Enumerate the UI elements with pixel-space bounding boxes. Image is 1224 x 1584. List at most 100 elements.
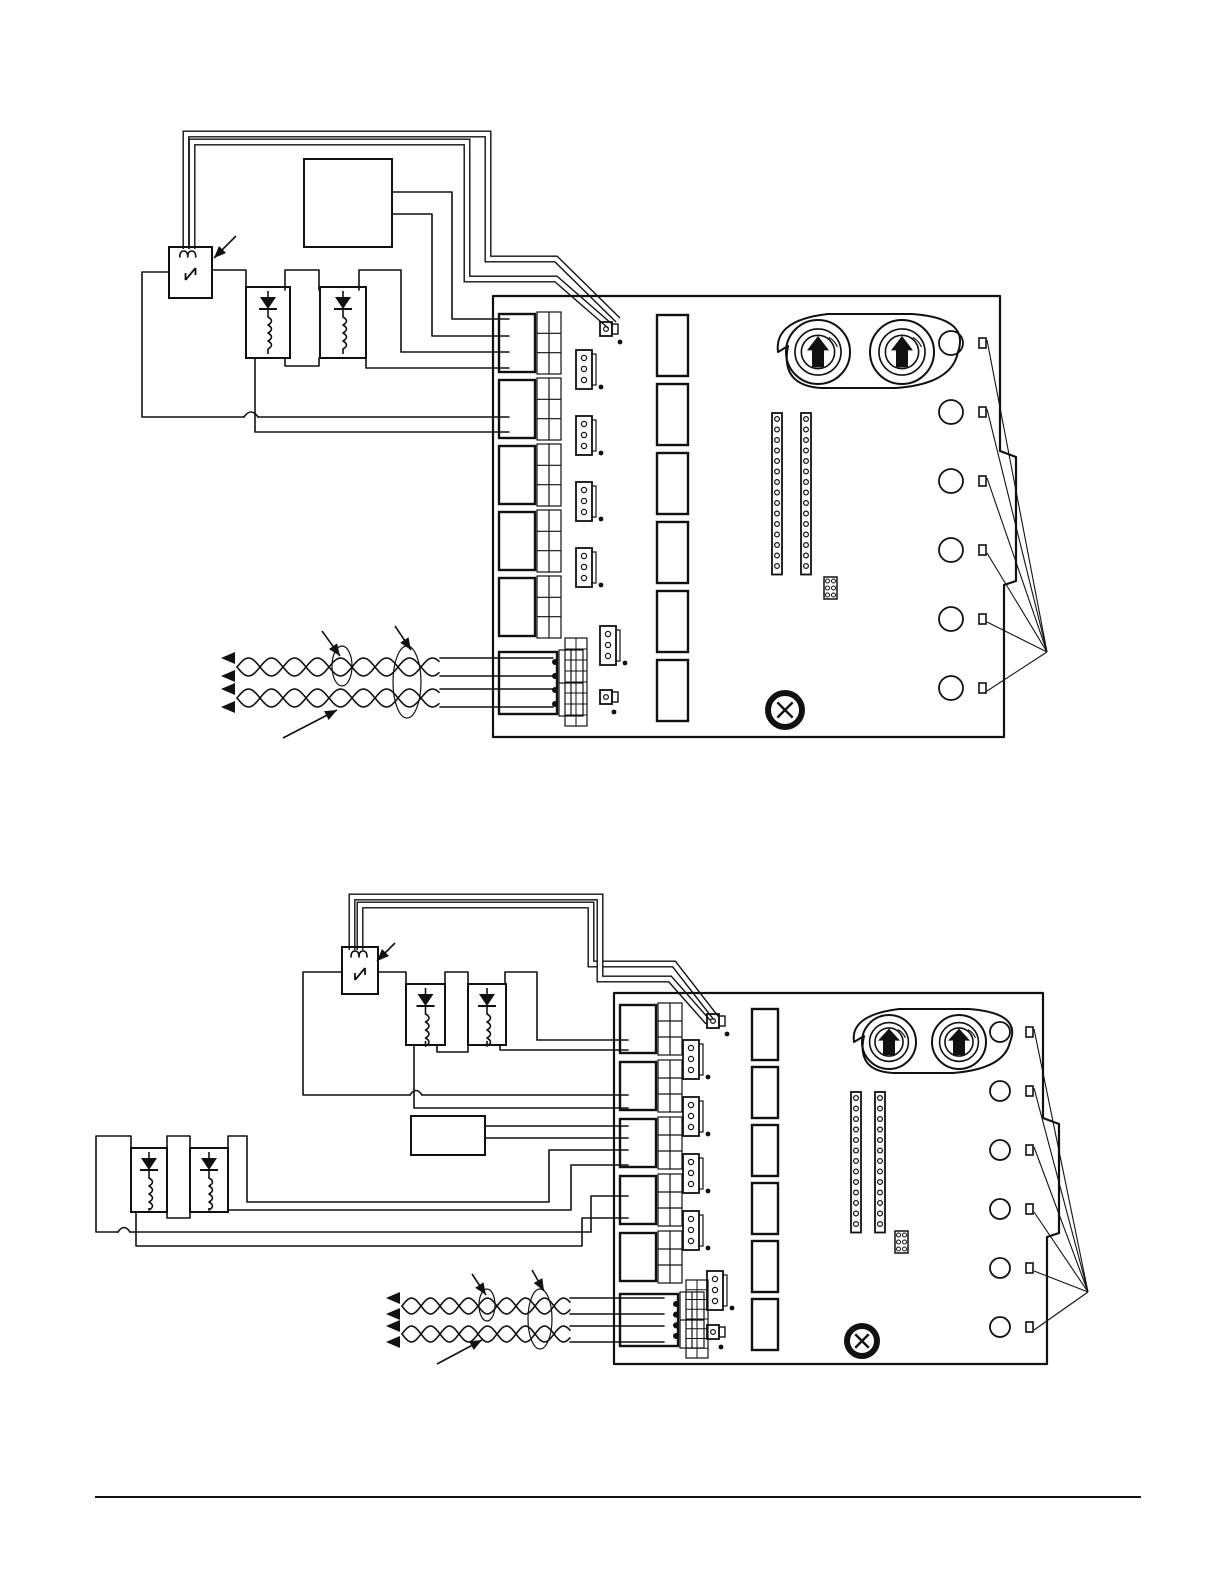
header-pin: [775, 448, 780, 453]
jumper-pin: [897, 1240, 901, 1244]
jumper-block: [824, 577, 837, 599]
pin-header: [801, 413, 811, 575]
cable-end-arrow-icon: [386, 1336, 400, 1348]
led-leader-line: [1034, 1147, 1088, 1292]
led-resistor: [1026, 1263, 1033, 1273]
connector-body: [600, 690, 612, 704]
small-connector: [707, 1271, 734, 1310]
cable-terminal-block: [620, 1292, 704, 1348]
wire-strand: [237, 658, 439, 676]
header-pin: [775, 490, 780, 495]
header-pin: [854, 1159, 859, 1164]
led-resistor: [1026, 1145, 1033, 1155]
wire-relay-bridge: [167, 1212, 190, 1218]
callout-arrow: [283, 710, 337, 738]
cable-terminal-screw: [673, 1312, 679, 1318]
wire-breaker-loop: [303, 972, 410, 1095]
header-pin: [854, 1169, 859, 1174]
led-indicator: [939, 538, 963, 562]
wire-breaker-loop: [142, 272, 244, 417]
connector-pin: [581, 509, 586, 514]
led-resistor: [979, 338, 986, 348]
led-resistor: [1026, 1027, 1033, 1037]
cable-end-arrow-icon: [221, 683, 235, 695]
led-indicator: [939, 607, 963, 631]
led-indicator: [990, 1022, 1010, 1042]
led-indicator: [939, 676, 963, 700]
header-pin: [804, 459, 809, 464]
connector-pin: [688, 1124, 693, 1129]
header-pin: [878, 1222, 883, 1227]
cable-end-arrow-icon: [386, 1292, 400, 1304]
wire-relay-bridge: [437, 1045, 468, 1052]
connector-pin: [604, 695, 609, 700]
connector-pin: [581, 366, 586, 371]
header-pin: [775, 501, 780, 506]
led-leader-line: [987, 340, 1047, 652]
connector-key: [599, 517, 604, 522]
connector-block: [752, 1183, 778, 1234]
led-leader-line: [1034, 1292, 1088, 1330]
jumper-block: [895, 1231, 908, 1253]
diode-icon: [418, 994, 434, 1006]
small-connector: [683, 1211, 710, 1250]
header-pin: [775, 459, 780, 464]
connector-key: [725, 1032, 730, 1037]
lower-wiring-diagram: [96, 897, 1088, 1364]
header-pin: [804, 427, 809, 432]
jumper-pin: [826, 586, 830, 590]
coil-icon: [343, 317, 347, 349]
connector-pin: [581, 421, 586, 426]
header-pin: [804, 490, 809, 495]
header-pin: [775, 543, 780, 548]
rotary-switch-pair: [778, 314, 960, 388]
diode-icon: [335, 297, 351, 309]
controller-board: [614, 993, 1088, 1364]
terminal-housing: [620, 1176, 656, 1224]
header-pin: [775, 438, 780, 443]
connector-pin: [712, 1287, 717, 1292]
callout-arrow: [532, 1270, 544, 1291]
thermal-element-icon: [351, 951, 367, 957]
header-pin: [854, 1127, 859, 1132]
connector-block: [657, 591, 688, 652]
connector-pin: [712, 1276, 717, 1281]
two-pin-connector: [707, 1014, 729, 1036]
connector-key: [599, 385, 604, 390]
relay: [190, 1148, 228, 1212]
header-pin: [775, 532, 780, 537]
connector-lip: [699, 1215, 703, 1246]
header-pin: [854, 1106, 859, 1111]
led-resistor: [979, 545, 986, 555]
connector-pin: [581, 564, 586, 569]
connector-pin: [581, 553, 586, 558]
cable-end-arrow-icon: [221, 701, 235, 713]
wire-relay-to-board-3: [255, 358, 509, 432]
connector-pin: [688, 1170, 693, 1175]
wire-relay-bridge: [285, 358, 319, 366]
wire-left-relay-loop: [96, 1136, 131, 1232]
connector-key: [706, 1189, 711, 1194]
relay: [131, 1148, 167, 1212]
header-pin: [775, 417, 780, 422]
relay: [468, 984, 506, 1046]
terminal-housing: [620, 1062, 656, 1110]
led-leader-line: [1034, 1088, 1088, 1292]
connector-block: [752, 1241, 778, 1292]
header-pin: [878, 1117, 883, 1122]
terminal-housing: [499, 446, 535, 504]
header-pin: [804, 417, 809, 422]
connector-pin: [688, 1159, 693, 1164]
terminal-block: [499, 312, 561, 374]
header-pin: [854, 1148, 859, 1153]
jumper-pin: [832, 579, 836, 583]
two-pin-connector: [600, 690, 618, 714]
arrow-pointer-icon: [878, 1029, 900, 1055]
controller-board: [493, 296, 1047, 737]
coil-icon: [268, 317, 272, 349]
header-pin: [878, 1201, 883, 1206]
connector-lip: [592, 354, 596, 385]
jumper-pin: [897, 1247, 901, 1251]
wire-strand: [402, 1298, 570, 1314]
terminal-housing: [620, 1005, 656, 1053]
